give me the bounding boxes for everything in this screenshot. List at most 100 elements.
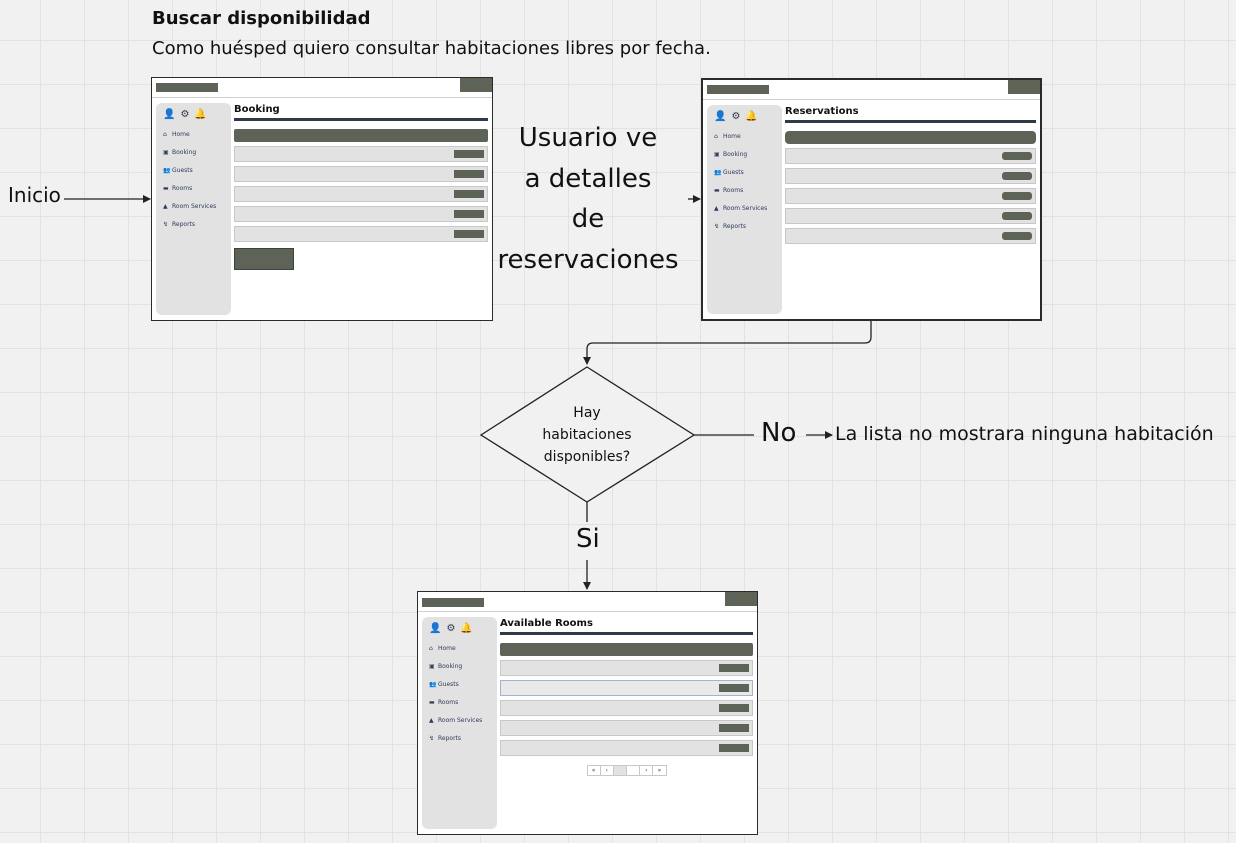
users-icon: 👥	[714, 169, 722, 176]
sidebar-item-guests[interactable]: 👥Guests	[707, 168, 767, 186]
calendar-icon: ▣	[163, 149, 169, 156]
main-content: Reservations	[785, 105, 1036, 314]
page-title: Reservations	[785, 106, 859, 117]
user-icon[interactable]: 👤	[429, 623, 447, 634]
logo-block	[422, 598, 484, 607]
reservation-row[interactable]	[785, 228, 1036, 244]
sidebar-item-rooms[interactable]: ▬Rooms	[422, 698, 482, 716]
reservation-row[interactable]	[785, 188, 1036, 204]
sidebar-item-guests[interactable]: 👥Guests	[422, 680, 482, 698]
prev-page-button[interactable]: ‹	[601, 766, 614, 775]
reservation-row[interactable]	[785, 148, 1036, 164]
user-menu-block[interactable]	[1008, 80, 1040, 94]
sidebar-item-booking[interactable]: ▣Booking	[422, 662, 482, 680]
decision-text: Hay habitaciones disponibles?	[542, 405, 632, 465]
sidebar-item-label: Reports	[172, 221, 196, 228]
sidebar-item-rooms[interactable]: ▬Rooms	[156, 184, 216, 202]
calendar-icon: ▣	[429, 663, 435, 670]
gear-icon[interactable]: ⚙	[731, 111, 746, 122]
field-tag	[454, 230, 484, 238]
sidebar-item-home[interactable]: ⌂ Home	[156, 130, 216, 148]
sidebar-item-label: Room Services	[438, 717, 483, 724]
user-icon[interactable]: 👤	[163, 109, 181, 120]
yes-label: Si	[576, 524, 600, 554]
form-header-bar	[234, 129, 488, 142]
field-tag	[454, 170, 484, 178]
users-icon: 👥	[163, 167, 171, 174]
gear-icon[interactable]: ⚙	[446, 623, 461, 634]
sidebar-icons: 👤⚙🔔	[714, 111, 763, 122]
bell-icon[interactable]: 🔔	[194, 109, 212, 120]
form-field[interactable]	[234, 186, 488, 202]
home-icon: ⌂	[163, 131, 167, 138]
step-label: Usuario ve a detalles de reservaciones	[497, 123, 679, 275]
calendar-icon: ▣	[714, 151, 720, 158]
sidebar-item-home[interactable]: ⌂Home	[422, 644, 482, 662]
chart-icon: ↯	[714, 223, 720, 230]
field-tag	[454, 190, 484, 198]
sidebar-item-room-services[interactable]: ▲Room Services	[422, 716, 482, 734]
sidebar-item-label: Home	[172, 131, 190, 138]
sidebar: 👤⚙🔔 ⌂Home ▣Booking 👥Guests ▬Rooms ▲Room …	[422, 617, 497, 829]
title-rule	[234, 118, 488, 121]
user-icon[interactable]: 👤	[714, 111, 732, 122]
main-content: Booking	[234, 103, 488, 315]
room-row[interactable]	[500, 660, 753, 676]
sidebar-item-reports[interactable]: ↯Reports	[156, 220, 216, 238]
sidebar-item-label: Rooms	[172, 185, 193, 192]
service-bell-icon: ▲	[163, 203, 168, 210]
next-page-button[interactable]: ›	[640, 766, 654, 775]
room-row[interactable]	[500, 720, 753, 736]
arrow-to-decision	[583, 321, 872, 365]
story-title: Buscar disponibilidad	[152, 8, 371, 29]
bell-icon[interactable]: 🔔	[745, 111, 763, 122]
page-number-current[interactable]	[613, 766, 628, 775]
form-field[interactable]	[234, 226, 488, 242]
sidebar-item-label: Home	[438, 645, 456, 652]
page-number[interactable]	[627, 766, 641, 775]
sidebar-item-room-services[interactable]: ▲Room Services	[707, 204, 767, 222]
sidebar-nav: ⌂ Home ▣Booking 👥Guests ▬Rooms ▲Room Serv…	[156, 130, 216, 238]
sidebar-nav: ⌂Home ▣Booking 👥Guests ▬Rooms ▲Room Serv…	[707, 132, 767, 240]
row-tag	[719, 704, 749, 712]
gear-icon[interactable]: ⚙	[180, 109, 195, 120]
reservation-row[interactable]	[785, 208, 1036, 224]
room-row[interactable]	[500, 700, 753, 716]
sidebar-item-rooms[interactable]: ▬Rooms	[707, 186, 767, 204]
sidebar-icons: 👤⚙🔔	[163, 109, 212, 120]
sidebar-item-booking[interactable]: ▣Booking	[156, 148, 216, 166]
start-label: Inicio	[8, 183, 61, 207]
user-menu-block[interactable]	[725, 592, 757, 606]
row-tag	[1002, 172, 1032, 180]
first-page-button[interactable]: «	[588, 766, 601, 775]
room-row[interactable]	[500, 680, 753, 696]
sidebar-item-home[interactable]: ⌂Home	[707, 132, 767, 150]
sidebar-item-room-services[interactable]: ▲Room Services	[156, 202, 216, 220]
row-tag	[1002, 212, 1032, 220]
bed-icon: ▬	[429, 699, 435, 706]
form-field[interactable]	[234, 166, 488, 182]
sidebar-item-label: Booking	[438, 663, 463, 670]
sidebar-item-label: Guests	[723, 169, 744, 176]
user-menu-block[interactable]	[460, 78, 492, 92]
reservation-row[interactable]	[785, 168, 1036, 184]
users-icon: 👥	[429, 681, 437, 688]
bell-icon[interactable]: 🔔	[460, 623, 478, 634]
logo-block	[156, 83, 218, 92]
submit-button[interactable]	[234, 248, 294, 270]
top-bar	[418, 592, 757, 612]
form-field[interactable]	[234, 146, 488, 162]
last-page-button[interactable]: »	[657, 767, 662, 774]
sidebar-item-booking[interactable]: ▣Booking	[707, 150, 767, 168]
home-icon: ⌂	[714, 133, 718, 140]
no-result-label: La lista no mostrara ninguna habitación	[835, 423, 1214, 445]
room-row[interactable]	[500, 740, 753, 756]
row-tag	[719, 664, 749, 672]
service-bell-icon: ▲	[714, 205, 719, 212]
table-header-bar	[500, 643, 753, 656]
table-header-bar	[785, 131, 1036, 144]
sidebar-item-guests[interactable]: 👥Guests	[156, 166, 216, 184]
sidebar-item-reports[interactable]: ↯Reports	[422, 734, 482, 752]
form-field[interactable]	[234, 206, 488, 222]
sidebar-item-reports[interactable]: ↯Reports	[707, 222, 767, 240]
